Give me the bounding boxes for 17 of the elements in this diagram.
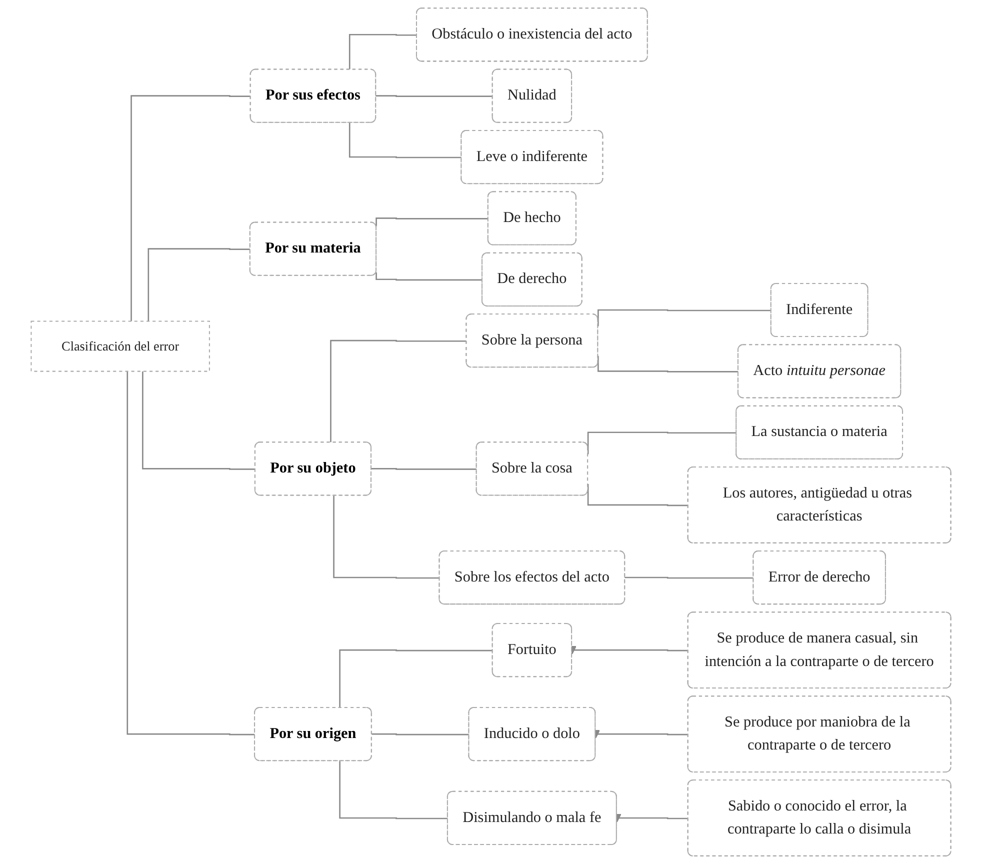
connector <box>142 371 256 470</box>
connector <box>333 496 440 579</box>
connector <box>339 761 448 820</box>
connector <box>130 95 251 322</box>
connector <box>348 122 462 158</box>
connector <box>330 340 467 443</box>
connector <box>339 649 493 708</box>
connector <box>148 248 250 322</box>
connector <box>370 468 477 470</box>
connector <box>376 272 483 281</box>
connector <box>126 371 256 736</box>
connector <box>348 34 417 70</box>
connector <box>376 218 488 226</box>
node-box: Clasificación del error <box>30 320 210 372</box>
connector <box>624 576 754 579</box>
connector <box>375 95 493 97</box>
connector <box>371 733 470 736</box>
